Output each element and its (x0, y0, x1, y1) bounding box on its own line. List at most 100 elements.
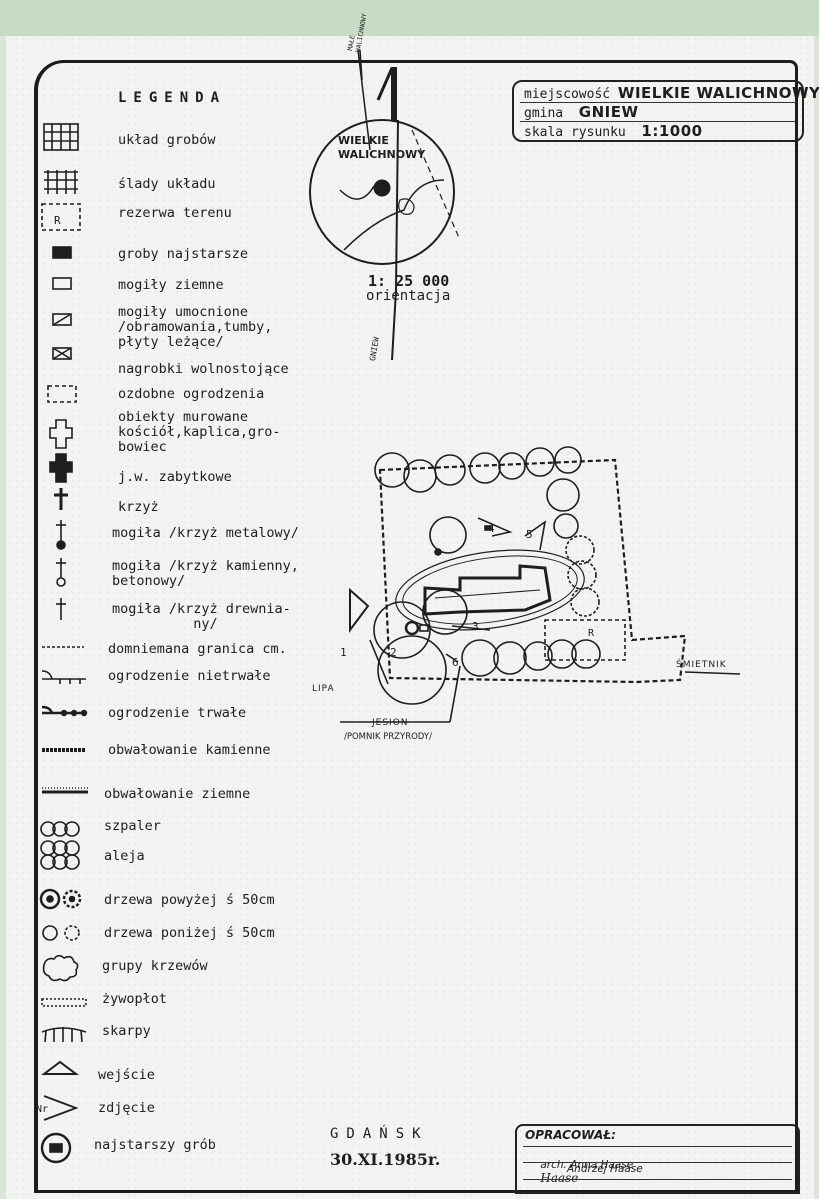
scale-row: skala rysunku 1:1000 (524, 122, 703, 140)
reserve-box-icon (41, 203, 81, 231)
photo-arrow-icon (43, 1095, 79, 1121)
legend-label: ślady układu (118, 176, 216, 192)
author-2: Andrzej Haase (567, 1163, 643, 1175)
grid-icon (43, 123, 79, 151)
plan-label-smietnik: ŚMIETNIK (676, 660, 727, 670)
legend-label: nagrobki wolnostojące (118, 361, 289, 377)
orientation-town: WIELKIE WALICHNOWY (338, 134, 426, 161)
legend-label: obwałowanie kamienne (108, 742, 271, 758)
divider (523, 1179, 792, 1180)
cross-icon (54, 488, 68, 510)
legend-label: ozdobne ogrodzenia (118, 386, 265, 402)
photo-number: 3 (472, 620, 479, 633)
scan-margin (0, 0, 819, 36)
legend-label: j.w. zabytkowe (118, 469, 232, 485)
earth-embankment-icon (42, 787, 88, 794)
legend-label: domniemana granica cm. (108, 641, 287, 657)
legend-label: mogiły umocnione /obramowania,tumby, pły… (118, 304, 273, 350)
legend-label: drzewa poniżej ś 50cm (104, 925, 275, 941)
tree-row-icon (40, 821, 80, 837)
legend-label: zdjęcie (98, 1100, 155, 1116)
legend-title: LEGENDA (118, 90, 227, 106)
author-signature: Haase (540, 1171, 579, 1185)
legend-label: ogrodzenie trwałe (108, 705, 247, 721)
legend-label: układ grobów (118, 132, 216, 148)
drawing-date: 30.XI.1985r. (330, 1150, 441, 1169)
commune-label: gmina (524, 106, 564, 121)
legend-label: krzyż (118, 499, 159, 515)
oldest-grave-icon (40, 1132, 72, 1164)
author-block: OPRACOWAŁ: arch. Anna Haase Haase Andrze… (515, 1124, 800, 1194)
reserve-code: R (54, 214, 61, 227)
locality-value: WIELKIE WALICHNOWY (617, 84, 819, 102)
church-outline-icon (49, 419, 73, 449)
empty-rect-icon (52, 277, 72, 290)
entrance-triangle-icon (41, 1060, 79, 1075)
legend-label: ogrodzenie nietrwałe (108, 668, 271, 684)
legend-label: groby najstarsze (118, 246, 249, 262)
slashed-rect-icon (52, 313, 72, 326)
photo-number: 2 (390, 646, 397, 659)
legend-label: mogiła /krzyż kamienny, betonowy/ (112, 558, 299, 589)
scale-value: 1:1000 (641, 122, 703, 140)
alley-icon (40, 840, 80, 870)
small-tree-icon (42, 925, 80, 941)
photo-code: Nr (36, 1104, 48, 1115)
legend-label: mogiła /krzyż metalowy/ (112, 525, 299, 541)
photo-number: 6 (452, 656, 459, 669)
commune-value: GNIEW (578, 103, 639, 121)
legend-label: wejście (98, 1067, 155, 1083)
filled-rect-icon (52, 246, 72, 259)
orientation-map (309, 49, 461, 361)
legend-label: drzewa powyżej ś 50cm (104, 892, 275, 908)
title-block: miejscowość WIELKIE WALICHNOWY gmina GNI… (512, 80, 819, 142)
plan-label-lipa: LIPA (312, 684, 335, 694)
legend-symbols: Nr R (36, 123, 88, 1164)
legend-label: żywopłot (102, 991, 168, 1007)
cemetery-plan (340, 446, 741, 723)
divider (523, 1146, 792, 1147)
photo-number: 5 (526, 528, 533, 541)
legend-label: skarpy (102, 1023, 151, 1039)
legend-label: mogiły ziemne (118, 277, 224, 293)
partial-grid-icon (44, 170, 78, 194)
photo-number: 4 (488, 522, 495, 535)
plan-label-reserve: R (588, 628, 595, 639)
legend-label: obiekty murowane kościół,kaplica,gro- bo… (118, 409, 281, 455)
wood-cross-grave-icon (56, 598, 66, 620)
plan-label-jesion: JESION (372, 718, 409, 728)
legend-label: mogiła /krzyż drewnia- ny/ (112, 601, 291, 632)
permanent-fence-icon (41, 705, 88, 717)
orientation-scale: 1: 25 000 (368, 272, 450, 290)
photo-number: 1 (340, 646, 347, 659)
legend-label: aleja (104, 848, 145, 864)
divider (520, 121, 796, 122)
hedge-icon (41, 998, 87, 1007)
legend-label: obwałowanie ziemne (104, 786, 251, 802)
legend-label: szpaler (104, 818, 161, 834)
orientation-caption: orientacja (366, 288, 451, 304)
legend-label: grupy krzewów (102, 958, 208, 974)
large-tree-icon (39, 888, 82, 910)
divider (520, 102, 796, 103)
sheet-frame (34, 60, 798, 1192)
slope-icon (41, 1027, 87, 1043)
legend-label: najstarszy grób (94, 1137, 216, 1153)
temporary-fence-icon (41, 670, 86, 684)
divider (523, 1162, 792, 1163)
locality-row: miejscowość WIELKIE WALICHNOWY (524, 84, 819, 102)
church-filled-icon (49, 453, 73, 483)
metal-cross-grave-icon (56, 520, 66, 550)
sheet-frame-bottom (34, 1190, 798, 1193)
locality-label: miejscowość (524, 87, 611, 102)
scale-label: skala rysunku (524, 125, 626, 140)
plan-label-pomnik: /POMNIK PRZYRODY/ (344, 732, 432, 742)
city-name: GDAŃSK (330, 1126, 429, 1142)
dashed-rect-icon (47, 385, 77, 403)
prepared-label: OPRACOWAŁ: (525, 1128, 616, 1142)
legend-label: rezerwa terenu (118, 205, 232, 221)
shrubs-icon (42, 954, 79, 982)
stone-cross-grave-icon (56, 558, 66, 587)
document-sheet (6, 36, 814, 1199)
commune-row: gmina GNIEW (524, 103, 639, 121)
